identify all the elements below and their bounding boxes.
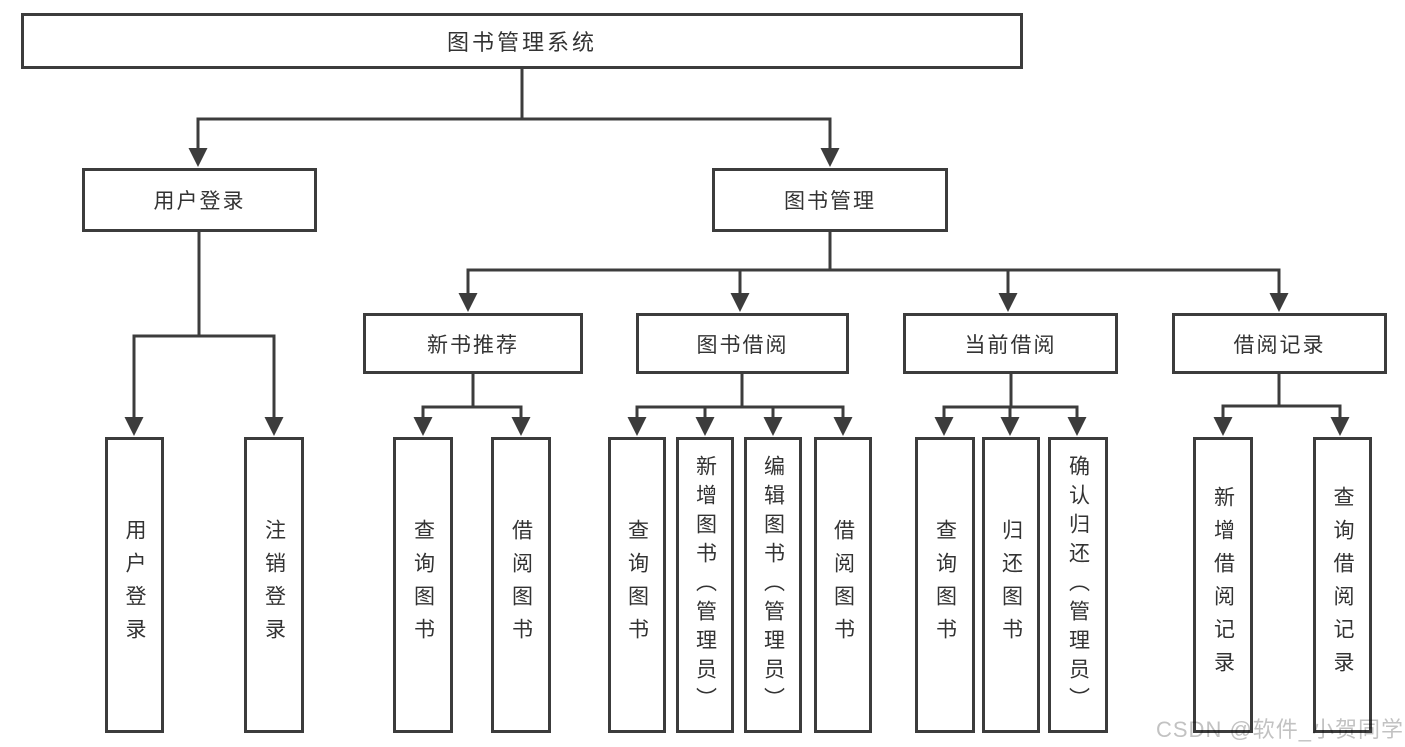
- leaf-query-borrow-record: 查询借阅记录: [1313, 437, 1372, 733]
- leaf-logout: 注销登录: [244, 437, 304, 733]
- leaf-add-books-admin: 新增图书（管理员）: [676, 437, 734, 733]
- node-book-management-label: 图书管理: [784, 190, 876, 213]
- node-root-label: 图书管理系统: [446, 30, 597, 55]
- leaf-borrow-books: 借阅图书: [814, 437, 872, 733]
- leaf-user-login-label: 用户登录: [123, 519, 146, 651]
- leaf-recommend-borrow-books-label: 借阅图书: [509, 519, 533, 651]
- leaf-logout-label: 注销登录: [262, 519, 286, 651]
- leaf-user-login: 用户登录: [105, 437, 164, 733]
- leaf-confirm-return-admin-label: 确认归还（管理员）: [1066, 454, 1090, 716]
- node-borrow-records: 借阅记录: [1172, 313, 1387, 374]
- leaf-current-query-books: 查询图书: [915, 437, 975, 733]
- leaf-borrow-books-label: 借阅图书: [831, 519, 855, 651]
- leaf-return-books: 归还图书: [982, 437, 1040, 733]
- node-root-system: 图书管理系统: [21, 13, 1023, 69]
- leaf-add-borrow-record-label: 新增借阅记录: [1211, 486, 1235, 684]
- node-user-login-label: 用户登录: [153, 190, 246, 213]
- node-book-management: 图书管理: [712, 168, 948, 232]
- leaf-borrow-query-books: 查询图书: [608, 437, 666, 733]
- leaf-query-borrow-record-label: 查询借阅记录: [1331, 486, 1354, 684]
- node-book-borrow: 图书借阅: [636, 313, 849, 374]
- leaf-edit-books-admin: 编辑图书（管理员）: [744, 437, 802, 733]
- csdn-watermark: CSDN @软件_小贺同学: [1156, 717, 1405, 742]
- leaf-recommend-query-books: 查询图书: [393, 437, 453, 733]
- arrowheads: [124, 148, 1350, 436]
- node-borrow-records-label: 借阅记录: [1233, 333, 1326, 357]
- leaf-confirm-return-admin: 确认归还（管理员）: [1048, 437, 1108, 733]
- leaf-borrow-query-books-label: 查询图书: [625, 519, 649, 651]
- node-user-login: 用户登录: [82, 168, 317, 232]
- leaf-recommend-query-books-label: 查询图书: [411, 519, 435, 651]
- leaf-recommend-borrow-books: 借阅图书: [491, 437, 551, 733]
- node-book-borrow-label: 图书借阅: [696, 333, 789, 357]
- node-current-borrow: 当前借阅: [903, 313, 1118, 374]
- leaf-add-borrow-record: 新增借阅记录: [1193, 437, 1253, 733]
- leaf-add-books-admin-label: 新增图书（管理员）: [693, 454, 717, 716]
- leaf-return-books-label: 归还图书: [999, 519, 1023, 651]
- node-new-book-recommend: 新书推荐: [363, 313, 583, 374]
- node-new-book-recommend-label: 新书推荐: [427, 333, 519, 357]
- leaf-current-query-books-label: 查询图书: [933, 519, 957, 651]
- leaf-edit-books-admin-label: 编辑图书（管理员）: [761, 454, 785, 716]
- node-current-borrow-label: 当前借阅: [964, 333, 1057, 357]
